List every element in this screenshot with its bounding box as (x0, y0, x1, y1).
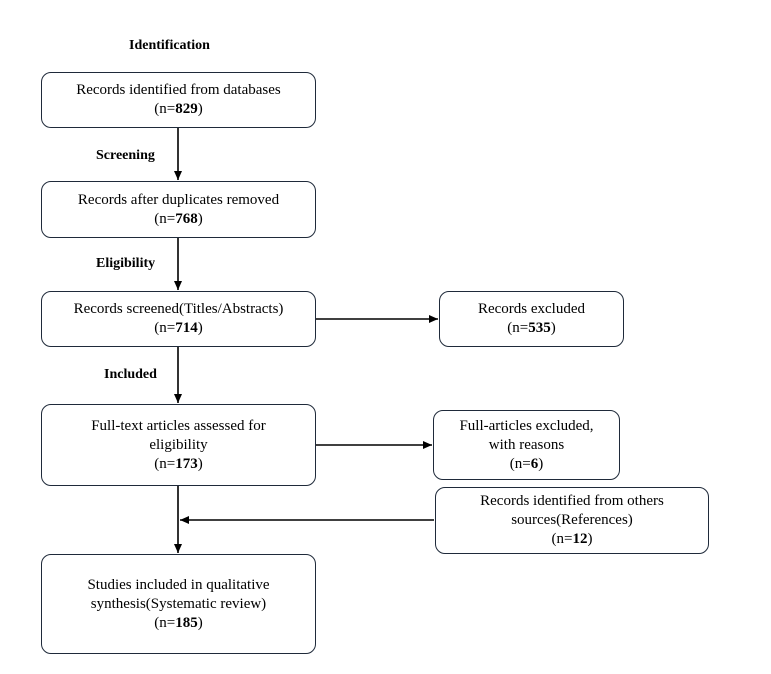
box-line: Full-articles excluded, (459, 417, 594, 434)
box-line: Records identified from databases (76, 82, 281, 98)
box-line: Studies included in qualitative (87, 576, 270, 593)
box-count: (n=6) (509, 455, 544, 472)
box-count: (n=829) (154, 101, 203, 117)
stage-label-included: Included (104, 367, 157, 382)
box-studies-included: Studies included in qualitative synthesi… (41, 554, 316, 654)
box-count: (n=768) (154, 210, 203, 227)
box-line: sources(References) (511, 512, 633, 528)
box-line: Records screened(Titles/Abstracts) (73, 301, 284, 317)
box-line: eligibility (149, 436, 208, 453)
box-fulltext-assessed: Full-text articles assessed for eligibil… (41, 404, 316, 486)
box-records-excluded: Records excluded (n=535) (439, 291, 624, 347)
box-count: (n=535) (507, 320, 556, 336)
box-line: synthesis(Systematic review) (90, 595, 267, 612)
box-line: Full-text articles assessed for (91, 417, 266, 434)
stage-label-eligibility: Eligibility (96, 256, 156, 271)
box-count: (n=714) (154, 320, 203, 336)
box-other-sources: Records identified from others sources(R… (435, 487, 709, 554)
box-line: Records excluded (477, 301, 586, 317)
box-count: (n=173) (154, 455, 203, 472)
box-count: (n=185) (154, 614, 203, 631)
box-records-deduplicated: Records after duplicates removed (n=768) (41, 181, 316, 238)
box-count: (n=12) (551, 531, 593, 547)
box-line: Records identified from others (480, 493, 664, 509)
box-line: Records after duplicates removed (77, 191, 280, 208)
stage-label-screening: Screening (96, 148, 155, 163)
box-fulltext-excluded: Full-articles excluded, with reasons (n=… (433, 410, 620, 480)
box-records-identified: Records identified from databases (n=829… (41, 72, 316, 128)
stage-label-identification: Identification (129, 38, 210, 53)
box-records-screened: Records screened(Titles/Abstracts) (n=71… (41, 291, 316, 347)
box-line: with reasons (488, 436, 565, 453)
